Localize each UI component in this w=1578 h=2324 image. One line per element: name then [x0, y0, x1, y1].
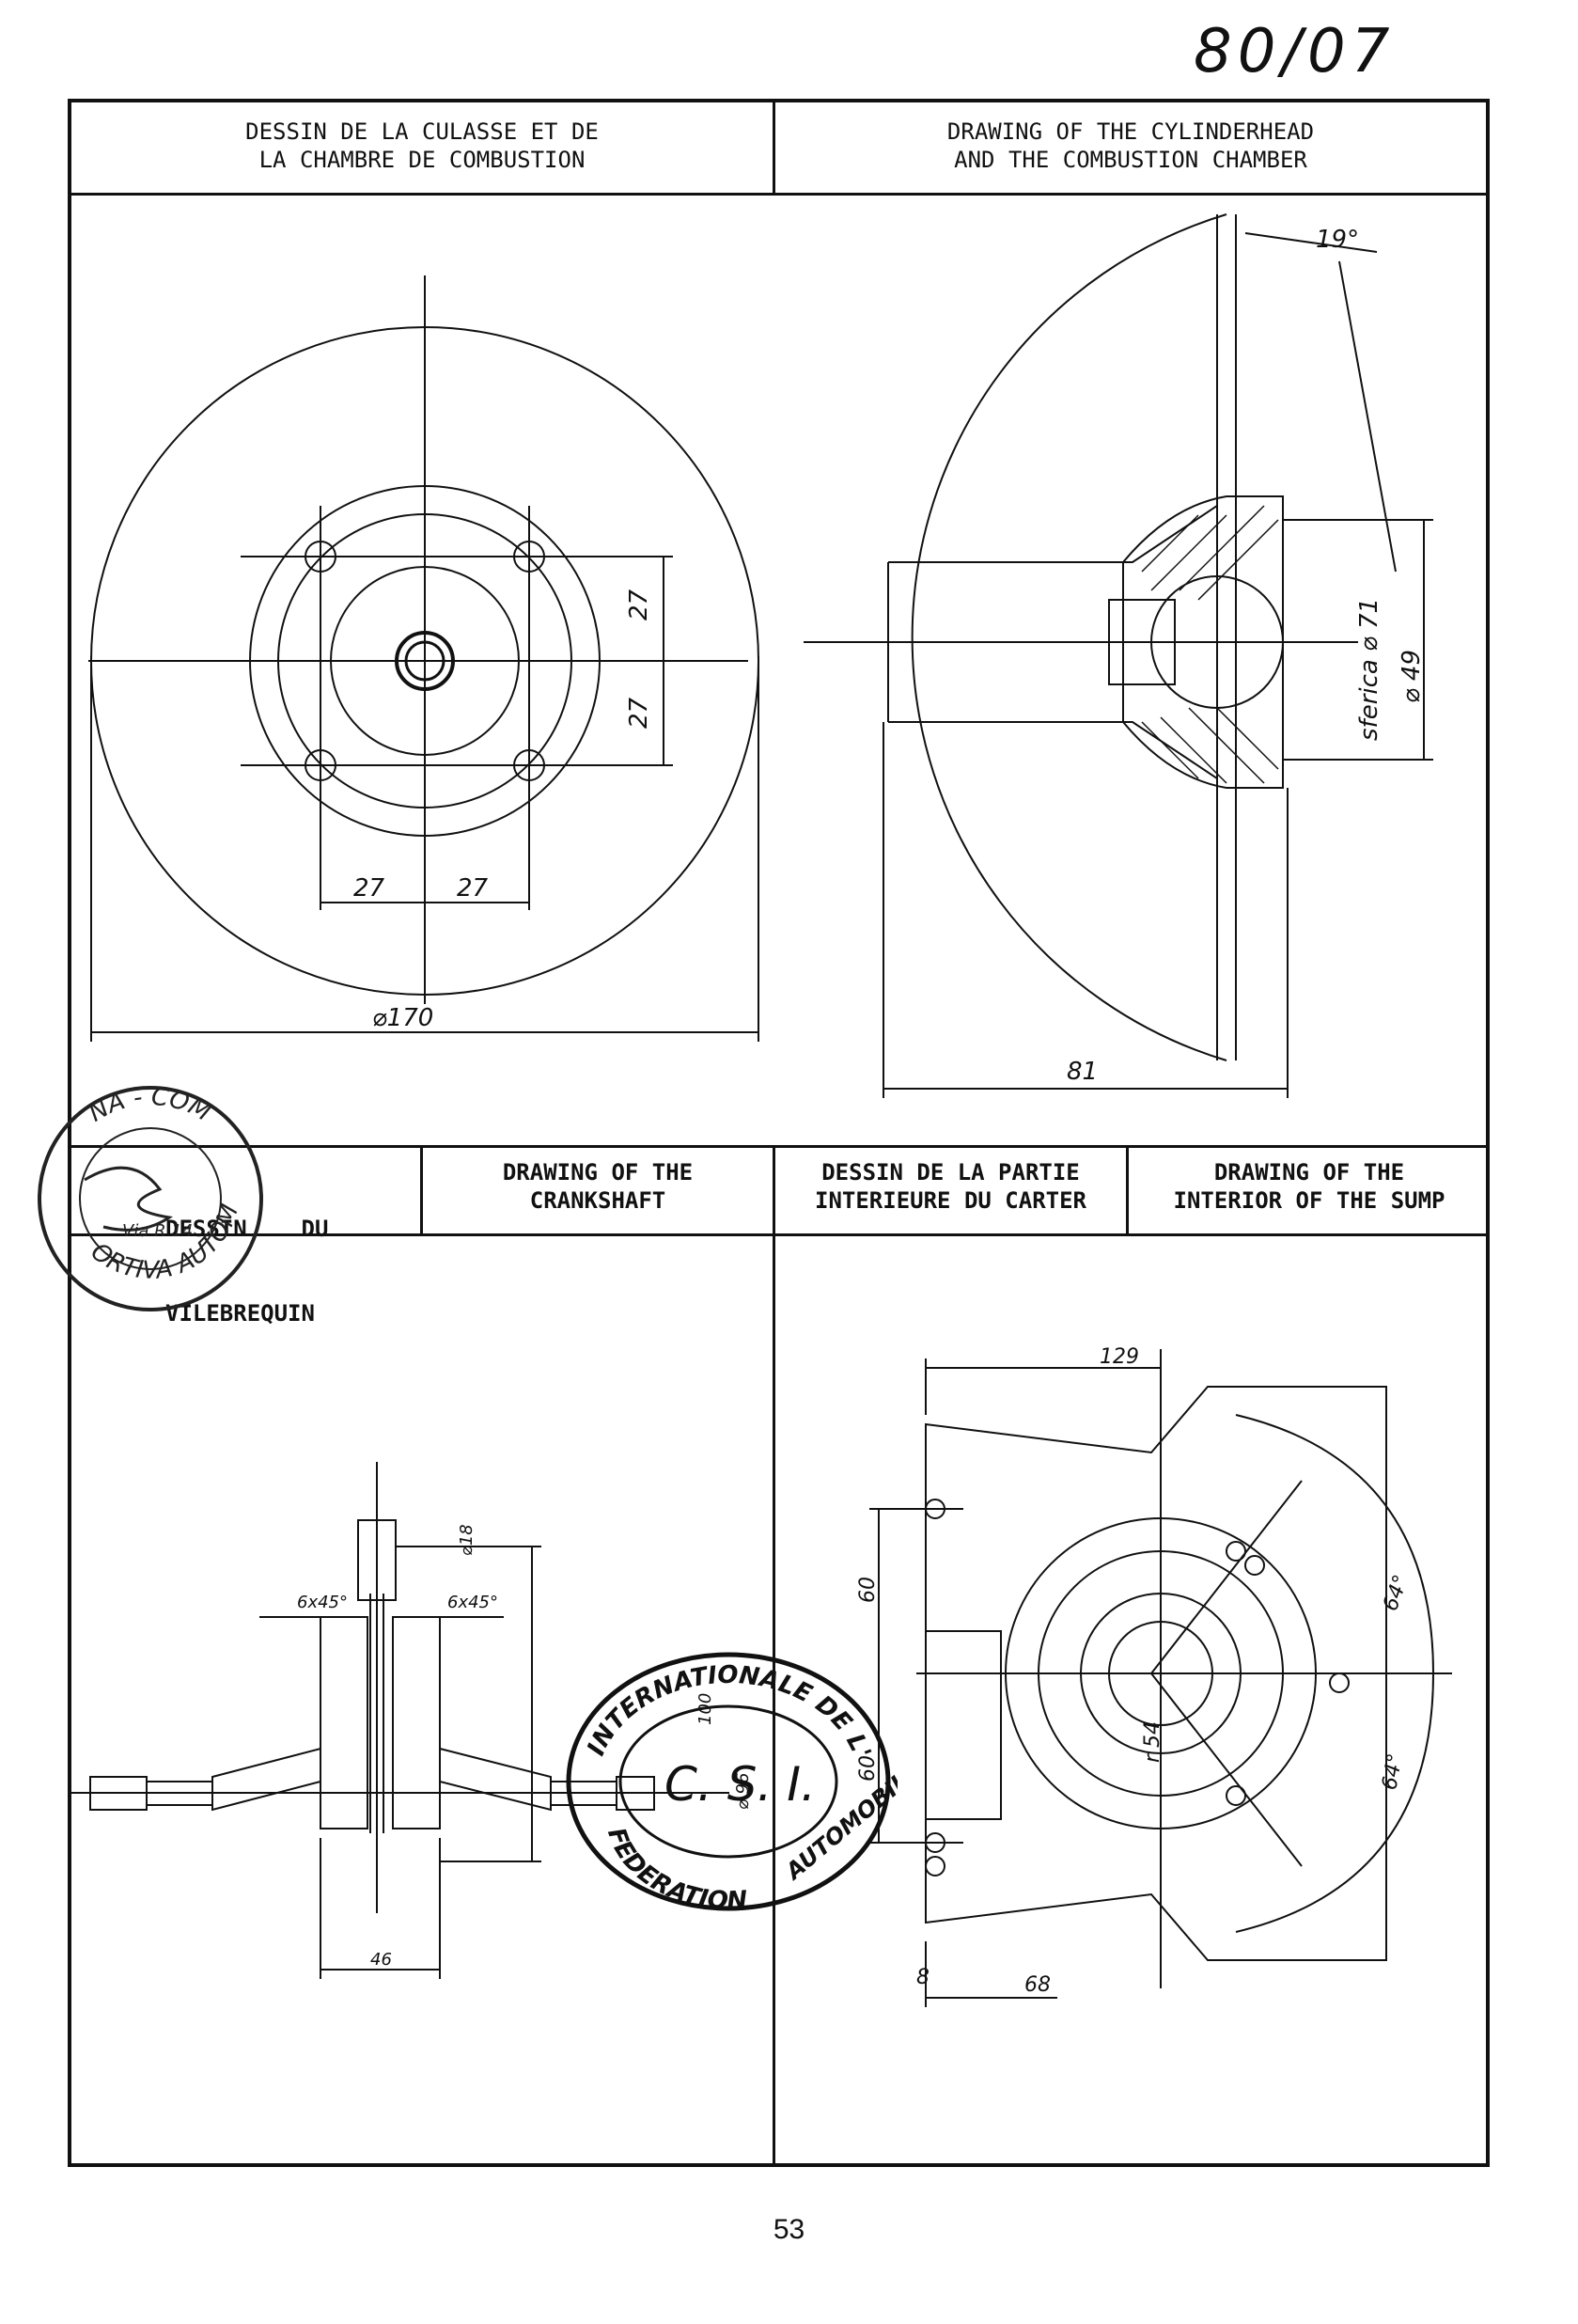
document-reference: 80/07	[1194, 17, 1396, 86]
signature-scribble	[84, 1166, 173, 1232]
dim-129: 129	[1100, 1345, 1139, 1369]
dim-60-upper: 60	[856, 1577, 880, 1603]
section-divider	[68, 1145, 1490, 1148]
header-cylinderhead-line1: DRAWING OF THE CYLINDERHEAD	[946, 118, 1315, 145]
header-split-b1	[420, 1145, 423, 1233]
header-carter-line1: DESSIN DE LA PARTIE	[821, 1159, 1080, 1186]
header-crankshaft: DRAWING OF THE CRANKSHAFT	[423, 1158, 773, 1215]
stamp-ring-bottom: ORTIVA AUTOM	[86, 1201, 244, 1285]
header-carter: DESSIN DE LA PARTIE INTERIEURE DU CARTER	[775, 1158, 1126, 1215]
dim-chamfer-left: 6x45°	[297, 1593, 348, 1612]
dim-r54: r 54	[1141, 1721, 1164, 1763]
svg-text:NA - COM: NA - COM	[84, 1083, 215, 1128]
dim-81: 81	[1067, 1058, 1098, 1086]
header-crankshaft-line1: DRAWING OF THE	[502, 1159, 694, 1186]
dim-angle-64-upper: 64°	[1379, 1572, 1414, 1614]
dim-60-lower: 60	[856, 1755, 880, 1782]
stamp-ring-top: NA - COM	[84, 1083, 215, 1128]
header-culasse-line1: DESSIN DE LA CULASSE ET DE	[245, 118, 599, 145]
dim-27-upper: 27	[625, 589, 653, 620]
header-split-top	[773, 99, 775, 193]
dim-dia-49: ⌀ 49	[1398, 650, 1426, 703]
csi-ring-left: FEDERATION	[602, 1824, 748, 1915]
dim-27-lower: 27	[625, 697, 653, 729]
header-divider-top	[68, 193, 1490, 196]
header-carter-line2: INTERIEURE DU CARTER	[815, 1187, 1086, 1214]
header-sump: DRAWING OF THE INTERIOR OF THE SUMP	[1129, 1158, 1490, 1215]
cylinderhead-front-drawing: 27 27 27 27 ⌀170	[88, 275, 759, 1042]
header-cylinderhead-line2: AND THE COMBUSTION CHAMBER	[954, 147, 1307, 173]
dim-angle-64-lower: 64°	[1378, 1751, 1407, 1792]
svg-text:INTERNATIONALE DE L': INTERNATIONALE DE L'	[582, 1661, 876, 1763]
dim-27-left: 27	[353, 874, 385, 903]
header-sump-line2: INTERIOR OF THE SUMP	[1173, 1187, 1445, 1214]
page-number: 53	[773, 2214, 805, 2245]
dim-chamfer-right: 6x45°	[447, 1593, 498, 1612]
dim-dia-96: ⌀ 96	[733, 1773, 753, 1810]
header-culasse: DESSIN DE LA CULASSE ET DE LA CHAMBRE DE…	[71, 118, 773, 174]
dim-27-right: 27	[457, 874, 489, 903]
sump-drawing: 129 60 60 64° 64° r 54 68 8	[856, 1345, 1452, 2007]
header-crankshaft-line2: CRANKSHAFT	[529, 1187, 666, 1214]
dim-sferica-71: sferica ⌀ 71	[1355, 598, 1383, 741]
header-split-b2	[773, 1145, 775, 2167]
cylinderhead-section-drawing: 19° sferica ⌀ 71 ⌀ 49 81	[804, 213, 1433, 1098]
svg-text:FEDERATION: FEDERATION	[602, 1824, 748, 1915]
crankshaft-drawing: 6x45° 6x45° ⌀18 100 ⌀ 96 46	[71, 1462, 753, 1979]
dim-dia-170: ⌀170	[372, 1004, 433, 1032]
csi-stamp: INTERNATIONALE DE L' FEDERATION AUTOMOBI…	[566, 1652, 898, 1915]
header-split-b3	[1126, 1145, 1129, 1233]
stamp-inner: Via R 14	[122, 1221, 193, 1241]
header-culasse-line2: LA CHAMBRE DE COMBUSTION	[258, 147, 586, 173]
header-vilebrequin-line1: DESSIN DU	[165, 1216, 329, 1242]
drawing-frame	[68, 99, 1490, 2167]
dim-pin-18: ⌀18	[457, 1524, 477, 1556]
header-sump-line1: DRAWING OF THE	[1213, 1159, 1405, 1186]
header-vilebrequin: DESSIN DU VILEBREQUIN	[71, 1158, 420, 1356]
dim-68: 68	[1024, 1973, 1051, 1997]
dim-8: 8	[916, 1966, 930, 1989]
csi-ring-top: INTERNATIONALE DE L'	[582, 1661, 876, 1763]
dim-angle-19: 19°	[1316, 226, 1359, 254]
svg-text:ORTIVA AUTOM: ORTIVA AUTOM	[86, 1201, 244, 1285]
header-divider-bottom	[68, 1233, 1490, 1236]
header-vilebrequin-line2: VILEBREQUIN	[165, 1300, 315, 1327]
association-stamp: NA - COM ORTIVA AUTOM Via R 14	[38, 1083, 263, 1311]
dim-46: 46	[370, 1950, 392, 1970]
csi-center: C. S. I.	[664, 1757, 816, 1812]
header-cylinderhead: DRAWING OF THE CYLINDERHEAD AND THE COMB…	[775, 118, 1486, 174]
